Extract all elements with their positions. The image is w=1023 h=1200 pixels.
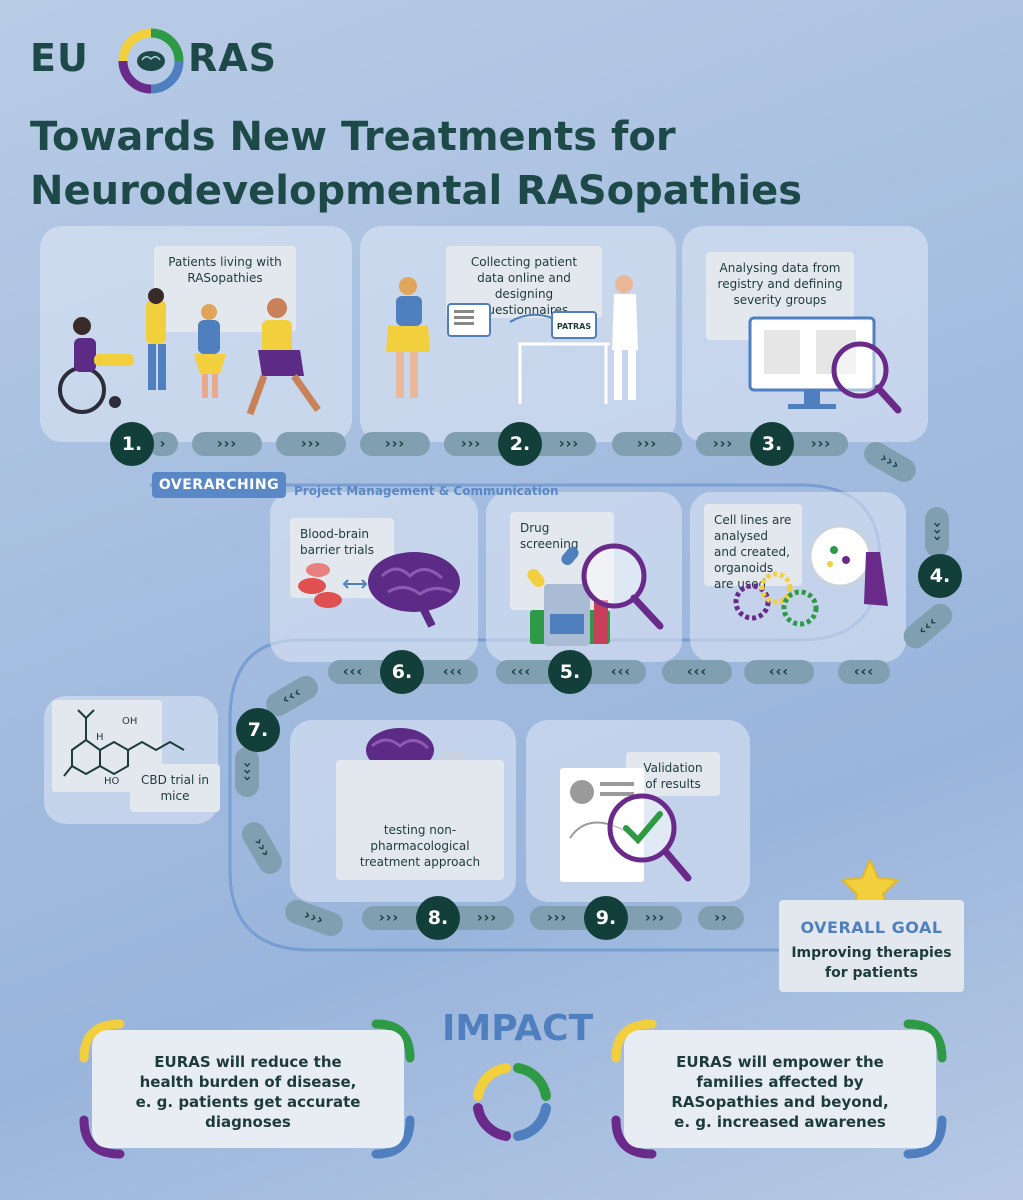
chevron-left-icon: ‹‹‹ [662,660,732,684]
overall-goal-title: OVERALL GOAL [800,918,943,937]
people-illustration-icon [58,288,321,416]
chevron-right-icon: ››› [542,432,596,456]
chem-label-oh: OH [122,716,137,727]
step-1-label: Patients living with RASopathies [154,246,296,332]
step-number-4: 4. [918,554,962,598]
chevron-down-icon: ››› [925,507,949,557]
chevron-down-icon: ››› [235,747,259,797]
chevron-right-icon: ››› [444,432,498,456]
chevron-right-icon: ›› [698,906,744,930]
step-number-9: 9. [584,896,628,940]
overall-goal-text: Improving therapies for patients [791,945,952,981]
chevron-left-icon: ‹‹‹ [596,660,646,684]
step-number-3: 3. [750,422,794,466]
validation-checkmark-icon [560,768,692,882]
title-line-1: Towards New Treatments for [30,114,676,160]
chevron-right-icon: ››› [460,906,514,930]
step-2-label: Collecting patient data online and desig… [446,246,602,318]
title-line-2: Neurodevelopmental RASopathies [30,168,803,214]
chevron-right-icon: ››› [794,432,848,456]
impact-title: IMPACT [442,1008,594,1049]
logo-ring-icon [118,28,184,94]
logo-text-eu: EU [30,36,89,80]
chevron-left-icon: ‹‹‹ [328,660,378,684]
euras-logo: EU RAS [30,28,276,98]
step-number-6: 6. [380,650,424,694]
cell-organoid-illustration-icon [733,524,888,627]
overarching-text: Project Management & Communication [294,484,559,498]
chem-label-h: H [96,732,104,743]
step-number-8: 8. [416,896,460,940]
chevron-right-icon: ››› [696,432,750,456]
chevron-left-icon: ‹‹‹ [496,660,546,684]
chevron-right-icon: ››› [276,432,346,456]
chem-label-ho: HO [104,776,120,787]
step-number-7: 7. [236,708,280,752]
chevron-right-icon: ››› [362,906,416,930]
step-3-label: Analysing data from registry and definin… [706,252,854,340]
chevron-right-icon: ››› [628,906,682,930]
chevron-right-icon: ››› [612,432,682,456]
drug-screening-illustration-icon [527,543,664,646]
chevron-left-icon: ‹‹‹ [744,660,814,684]
step-7-label: CBD trial in mice [130,764,220,812]
impact-left-frame-icon [79,1019,415,1159]
impact-right-text: EURAS will empower the families affected… [624,1030,936,1148]
chevron-left-icon: ‹‹‹ [838,660,890,684]
step-number-5: 5. [548,650,592,694]
patras-screen-text: PATRAS [557,322,592,331]
chevron-right-icon: ››› [360,432,430,456]
data-analysis-monitor-icon [748,316,902,414]
overarching-badge: OVERARCHING [152,472,286,498]
chevron-right-icon: ››› [530,906,584,930]
chevron-right-icon: ››› [192,432,262,456]
page-title: Towards New Treatments for Neurodevelopm… [30,110,930,218]
data-collection-illustration-icon: PATRAS [386,275,638,404]
impact-right-frame-icon [611,1019,947,1159]
overall-goal-box: OVERALL GOAL Improving therapies for pat… [779,900,964,992]
step-number-1: 1. [110,422,154,466]
step-4-label: Cell lines are analysed and created, org… [704,504,802,591]
logo-text-ras: RAS [188,36,278,80]
brain-blood-cells-illustration-icon [298,552,460,628]
step-8-label: testing non-pharmacological treatment ap… [336,760,504,880]
step-number-2: 2. [498,422,542,466]
chevron-left-icon: ‹‹‹ [428,660,478,684]
impact-ring-icon [473,1063,551,1141]
impact-left-text: EURAS will reduce the health burden of d… [92,1030,404,1148]
